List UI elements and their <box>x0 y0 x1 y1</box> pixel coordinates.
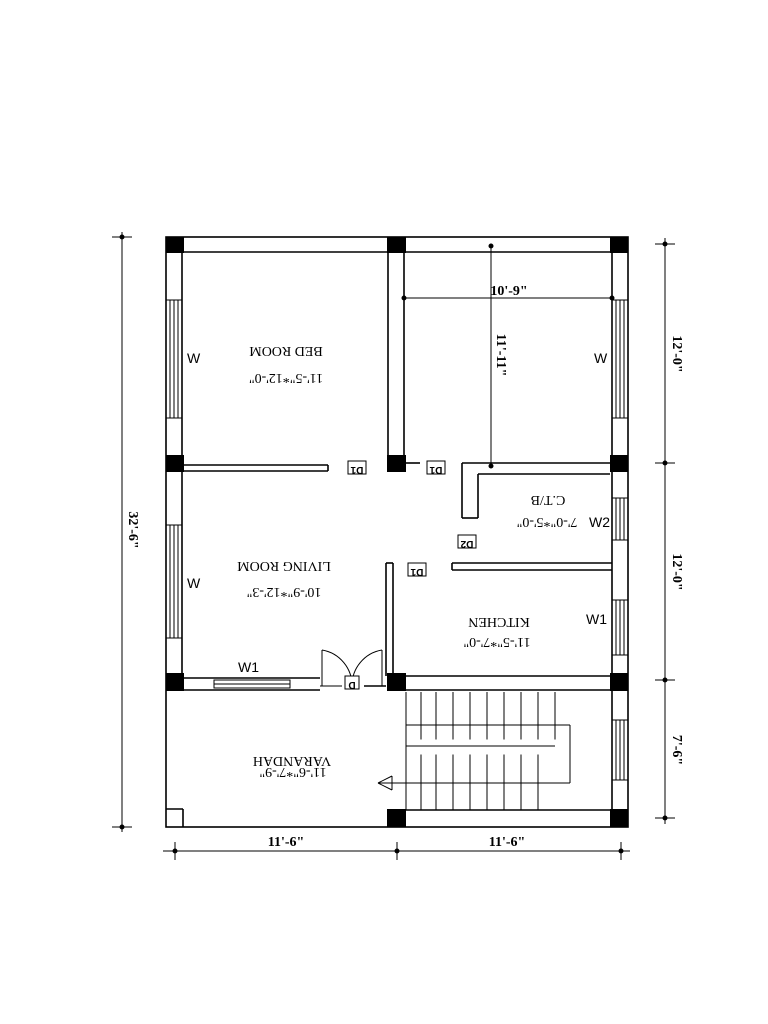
door-tag-box <box>407 562 427 577</box>
bed-room-size: 11'-5"*12'-0" <box>249 370 323 385</box>
living-room-name: LIVING ROOM <box>237 558 331 573</box>
right-mid-dim-label: 12'-0" <box>669 553 684 590</box>
door-tag-box <box>344 675 360 690</box>
kitchen-name: KITCHEN <box>468 614 529 629</box>
right-bottom-dim-label: 7'-6" <box>669 735 684 765</box>
varandah-size: 11'-6"*7'-9" <box>259 764 326 779</box>
window-living-left <box>166 524 182 639</box>
window-label-bed: W <box>187 350 201 366</box>
door-tag-box <box>426 460 446 475</box>
column <box>610 455 628 472</box>
window-right-top <box>612 299 628 419</box>
door-tag-box <box>457 534 477 549</box>
door-label-d1-bed: D1 <box>350 464 363 475</box>
column <box>166 673 184 691</box>
window-label-right-top: W <box>594 350 608 366</box>
column <box>387 809 406 827</box>
columns <box>166 237 628 827</box>
column <box>387 673 406 691</box>
inner-width-label: 10'-9" <box>490 284 527 299</box>
door-label-d1-kitchen: D1 <box>410 566 423 577</box>
column <box>166 455 184 472</box>
window-front-w1 <box>213 679 291 689</box>
windows <box>166 299 628 781</box>
bottom-left-dim-label: 11'-6" <box>268 835 305 850</box>
ctb-name: C.T/B <box>531 492 566 507</box>
column <box>387 455 406 472</box>
window-label-living: W <box>187 575 201 591</box>
bottom-right-dim-label: 11'-6" <box>489 835 526 850</box>
window-bed-left <box>166 299 182 419</box>
bed-room-name: BED ROOM <box>249 343 323 358</box>
inner-depth-label: 11'-11" <box>493 334 508 377</box>
column <box>610 673 628 691</box>
door-label-main: D <box>348 679 355 690</box>
column <box>610 237 628 253</box>
walls <box>165 236 629 828</box>
window-label-kitchen: W1 <box>586 611 607 627</box>
living-room-size: 10'-9"*12'-3" <box>247 584 322 599</box>
window-kitchen-right <box>612 599 628 656</box>
door-label-d2-ctb: D2 <box>460 538 473 549</box>
right-top-dim-label: 12'-0" <box>669 335 684 372</box>
outer-wall <box>165 236 629 828</box>
door-tag-box <box>347 460 367 475</box>
column <box>610 809 628 827</box>
ctb-size: 7'-0"*5'-0" <box>517 514 578 529</box>
column <box>387 237 406 253</box>
outer-dimension-lines <box>112 232 675 860</box>
staircase <box>377 692 571 810</box>
door-label-d1-right: D1 <box>429 464 442 475</box>
window-varandah-right <box>612 719 628 781</box>
total-depth-label: 32'-6" <box>125 511 140 548</box>
window-label-front: W1 <box>238 659 259 675</box>
inner-dimension-lines <box>401 243 615 469</box>
window-label-ctb: W2 <box>589 514 610 530</box>
column <box>166 237 184 253</box>
door-tags <box>344 460 477 690</box>
varandah-name: VARANDAH <box>253 753 331 768</box>
window-ctb-right <box>612 497 628 541</box>
kitchen-size: 11'-5"*7'-0" <box>463 634 530 649</box>
